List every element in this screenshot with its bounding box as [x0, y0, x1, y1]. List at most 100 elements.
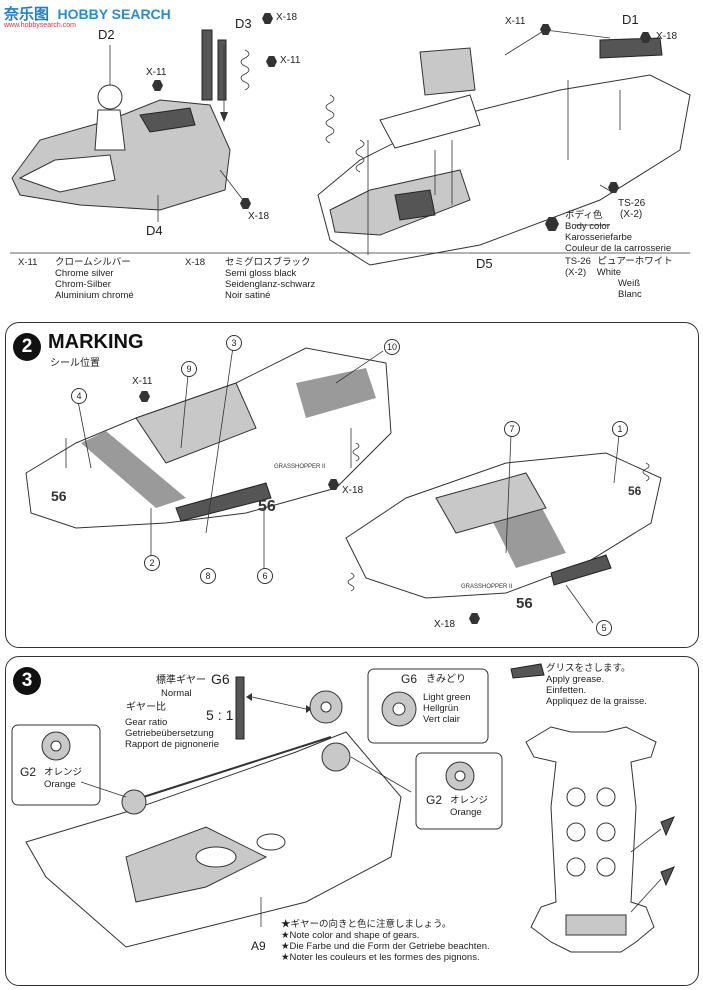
legend-x11-en: Chrome silver	[55, 268, 114, 279]
decal-marker-1: 1	[612, 421, 628, 437]
ts26-sub: (X-2)	[565, 267, 587, 278]
paint-x11-marker-icon	[540, 24, 551, 35]
g6-box-de: Hellgrün	[423, 703, 459, 714]
ratio-text: Gear ratio Getriebeübersetzung Rapport d…	[125, 717, 219, 750]
g2-left-jp: オレンジ	[44, 767, 83, 778]
legend-x18: セミグロスブラック Semi gloss black Seidenglanz-s…	[225, 257, 315, 301]
code-x18-d1: X-18	[656, 31, 678, 42]
grease-en: Apply grease.	[546, 674, 605, 685]
grease-fr: Appliquez de la graisse.	[546, 696, 647, 707]
decal-marker-4: 4	[71, 388, 87, 404]
step3-number-badge: 3	[13, 667, 41, 695]
watermark-site: www.hobbysearch.com	[4, 22, 76, 29]
note-jp: ★ギヤーの向きと色に注意しましょう。	[281, 919, 452, 930]
decal-marker-6: 6	[257, 568, 273, 584]
ratio-de: Getriebeübersetzung	[125, 728, 214, 739]
code-x18-d4: X-18	[248, 211, 270, 222]
grease-jp: グリスをさします。	[546, 663, 631, 674]
decal-marker-7: 7	[504, 421, 520, 437]
paint-x18-marker-icon	[262, 13, 273, 24]
code-ts26-d5: TS-26	[618, 198, 646, 209]
step2-code-x18-left: X-18	[342, 485, 364, 496]
paint-x18-marker-icon	[608, 182, 619, 193]
body-color-jp: ボディ色	[565, 210, 603, 221]
step3-illustration	[11, 663, 675, 953]
decal-56-left-icon: 56	[258, 498, 276, 515]
decal-marker-3: 3	[226, 335, 242, 351]
ratio-jp: ギヤー比	[126, 702, 166, 713]
watermark-logo: 奈乐图 HOBBY SEARCH www.hobbysearch.com	[4, 3, 171, 29]
ts26-de: Weiß	[618, 278, 640, 289]
ts26-code: TS-26	[565, 256, 591, 267]
g2-right-jp: オレンジ	[450, 795, 489, 806]
paint-x18-marker-icon	[640, 32, 651, 43]
part-label-d3: D3	[235, 16, 252, 31]
code-x11-d1: X-11	[505, 16, 526, 27]
part-label-d4: D4	[146, 223, 163, 238]
g6-box-part: G6	[401, 672, 418, 686]
step3-panel: 3	[5, 656, 699, 986]
decal-marker-10: 10	[384, 339, 400, 355]
ratio-en: Gear ratio	[125, 717, 168, 728]
watermark-brand-logo: 奈乐图	[4, 5, 50, 23]
gear-note: ★ギヤーの向きと色に注意しましょう。 ★Note color and shape…	[281, 919, 490, 963]
ratio-value: 5:1	[206, 707, 238, 723]
legend-x18-de: Seidenglanz-schwarz	[225, 279, 316, 290]
legend-x11-fr: Aluminium chromé	[55, 290, 134, 301]
legend-x11-jp: クロームシルバー	[55, 257, 131, 268]
g6-box-jp: きみどり	[426, 674, 466, 685]
g6-box-en: Light green	[423, 692, 471, 703]
g2-left-part: G2	[20, 765, 37, 779]
decal-56-nose-icon: 56	[51, 488, 67, 504]
code-x18-d3a: X-18	[276, 12, 298, 23]
step2-panel: 2 MARKING シール位置 56 56 GRASSHOPPER II 56 …	[5, 322, 699, 648]
step2-illustration: 56 56 GRASSHOPPER II 56 56 GRASSHOPPER I…	[25, 346, 662, 624]
legend-x11-code: X-11	[18, 257, 38, 268]
step2-code-x18-right: X-18	[434, 619, 456, 630]
g6-box-fr: Vert clair	[423, 714, 460, 725]
step2-title: MARKING	[48, 331, 144, 353]
legend-x18-en: Semi gloss black	[225, 268, 297, 279]
normal-gear-en: Normal	[161, 688, 192, 699]
paint-x11-marker-icon	[152, 80, 163, 91]
legend-x11: クロームシルバー Chrome silver Chrom-Silber Alum…	[55, 257, 134, 301]
legend-x18-code: X-18	[185, 257, 206, 268]
part-label-d5: D5	[476, 256, 493, 271]
paint-x18-marker-icon	[469, 613, 480, 624]
paint-x11-marker-icon	[266, 56, 277, 67]
code-x11-d2: X-11	[146, 67, 167, 78]
g2-left-en: Orange	[44, 779, 76, 790]
body-color-fr: Couleur de la carrosserie	[565, 243, 672, 254]
decal-marker-9: 9	[181, 361, 197, 377]
grease-de: Einfetten.	[546, 685, 587, 696]
legend-body-color: ボディ色 Body color Karosseriefarbe Couleur …	[565, 210, 671, 254]
ts26-jp: ピュアーホワイト	[597, 256, 673, 267]
note-de: ★Die Farbe und die Form der Getriebe bea…	[281, 941, 490, 952]
code-x2-d5: (X-2)	[620, 209, 643, 220]
body-color-marker-icon	[545, 217, 559, 231]
g2-right-part: G2	[426, 793, 443, 807]
part-label-d2: D2	[98, 27, 115, 42]
paint-x18-marker-icon	[240, 198, 251, 209]
legend-x11-de: Chrom-Silber	[55, 279, 111, 290]
g6-box-text: Light green Hellgrün Vert clair	[423, 692, 471, 725]
body-color-de: Karosseriefarbe	[565, 232, 633, 243]
body-color-en: Body color	[565, 221, 610, 232]
decal-model-left-icon: GRASSHOPPER II	[274, 464, 326, 470]
note-en: ★Note color and shape of gears.	[281, 930, 420, 941]
decal-model-right-icon: GRASSHOPPER II	[461, 584, 513, 590]
code-x11-d3b: X-11	[280, 55, 301, 66]
grease-text: グリスをさします。 Apply grease. Einfetten. Appli…	[546, 663, 647, 707]
step2-subtitle: シール位置	[50, 358, 100, 369]
ts26-fr: Blanc	[618, 289, 642, 300]
driver-helmet-icon	[97, 84, 123, 110]
ratio-fr: Rapport de pignonerie	[125, 739, 220, 750]
paint-x18-marker-icon	[328, 479, 339, 490]
normal-gear-part: G6	[211, 671, 230, 687]
ts26-en: White	[596, 267, 622, 278]
step2-code-x11: X-11	[132, 376, 153, 387]
decal-56-rear-icon: 56	[628, 484, 642, 498]
step2-number-badge: 2	[13, 333, 41, 361]
chassis-part-a9: A9	[251, 939, 266, 953]
g2-right-en: Orange	[450, 807, 482, 818]
